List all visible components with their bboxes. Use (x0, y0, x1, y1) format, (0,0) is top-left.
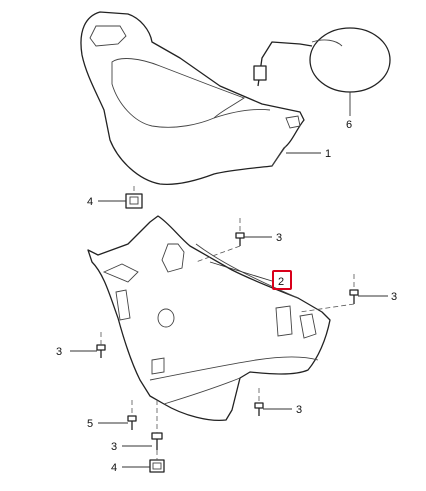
screw-3-e (151, 432, 163, 450)
screw-3-a (235, 232, 245, 246)
callout-5: 5 (87, 418, 93, 430)
callout-3-b: 3 (391, 291, 397, 303)
callout-3-a: 3 (276, 232, 282, 244)
leader-lines (70, 92, 388, 468)
callout-4-lower: 4 (111, 462, 117, 474)
alignment-lines (100, 186, 355, 460)
callout-3-e: 3 (111, 441, 117, 453)
callout-2-highlight (272, 270, 292, 290)
clip-nut-lower (149, 459, 165, 473)
screw-3-b (349, 289, 359, 304)
screw-5 (127, 415, 137, 430)
handlebar-cover-upper (80, 11, 305, 186)
callout-3-c: 3 (56, 346, 62, 358)
screw-3-d (254, 402, 264, 416)
callout-6: 6 (346, 119, 352, 131)
callout-4-upper: 4 (87, 196, 93, 208)
clip-nut-upper (125, 193, 143, 209)
callout-3-d: 3 (296, 404, 302, 416)
callout-2: 2 (278, 276, 284, 288)
screw-3-c (96, 344, 106, 358)
handlebar-cover-lower (87, 215, 331, 422)
callout-1: 1 (325, 148, 331, 160)
mirror (253, 27, 391, 93)
